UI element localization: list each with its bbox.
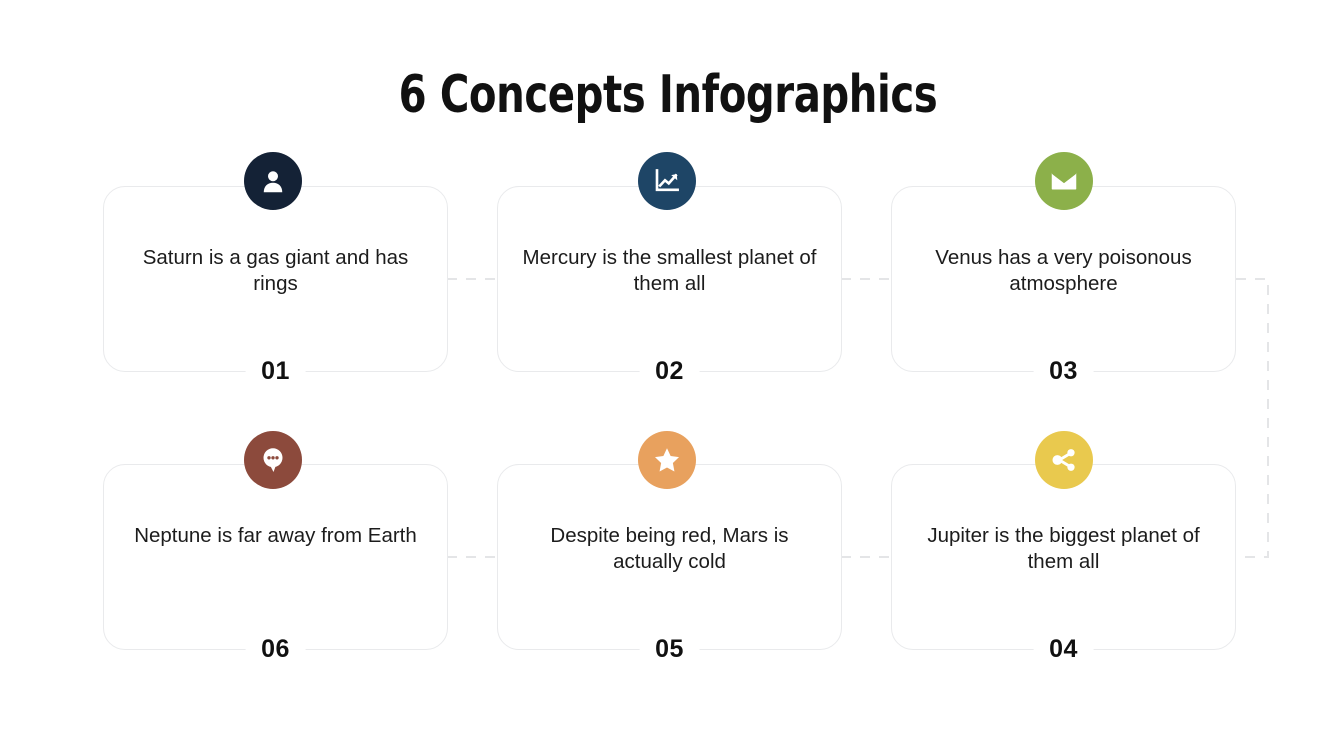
card-text: Mercury is the smallest planet of them a… — [522, 246, 817, 295]
page-title: 6 Concepts Infographics — [398, 65, 938, 125]
speech-bubble-icon — [244, 431, 302, 489]
star-icon — [638, 431, 696, 489]
card-number: 03 — [1033, 355, 1094, 387]
concept-card-04[interactable]: Jupiter is the biggest planet of them al… — [891, 464, 1236, 665]
envelope-icon — [1035, 152, 1093, 210]
concept-card-01[interactable]: Saturn is a gas giant and has rings 01 — [103, 186, 448, 387]
card-text: Venus has a very poisonous atmosphere — [935, 246, 1192, 295]
card-number: 05 — [639, 633, 700, 665]
card-number: 04 — [1033, 633, 1094, 665]
card-number: 02 — [639, 355, 700, 387]
concept-card-03[interactable]: Venus has a very poisonous atmosphere 03 — [891, 186, 1236, 387]
card-text: Neptune is far away from Earth — [134, 524, 417, 547]
user-icon — [244, 152, 302, 210]
card-text: Despite being red, Mars is actually cold — [550, 524, 789, 573]
card-text: Jupiter is the biggest planet of them al… — [927, 524, 1200, 573]
share-icon — [1035, 431, 1093, 489]
card-text: Saturn is a gas giant and has rings — [142, 246, 409, 295]
card-number: 01 — [245, 355, 306, 387]
card-number: 06 — [245, 633, 306, 665]
connector-03-to-04 — [1236, 278, 1269, 558]
concept-card-05[interactable]: Despite being red, Mars is actually cold… — [497, 464, 842, 665]
concept-card-06[interactable]: Neptune is far away from Earth 06 — [103, 464, 448, 665]
concept-card-02[interactable]: Mercury is the smallest planet of them a… — [497, 186, 842, 387]
line-chart-icon — [638, 152, 696, 210]
